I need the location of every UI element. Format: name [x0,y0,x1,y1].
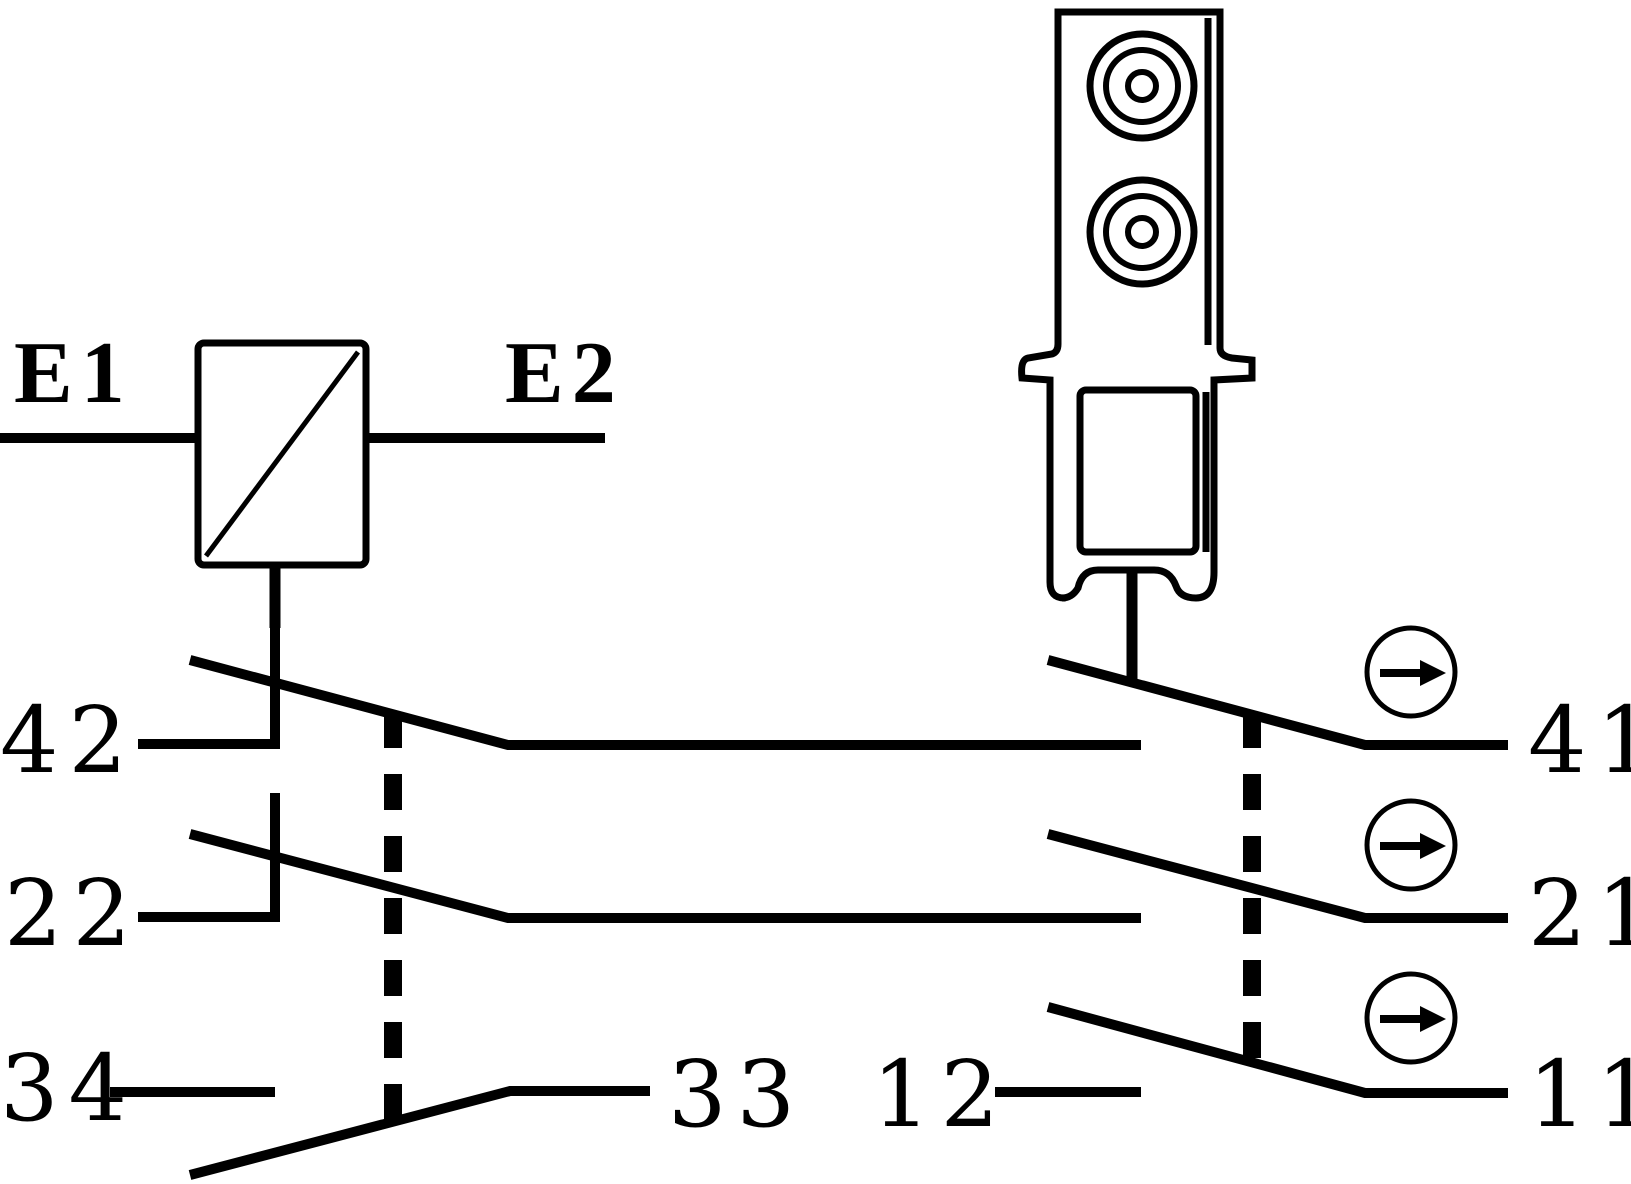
coil-symbol [0,339,605,628]
contact-42-blade [188,655,1141,750]
terminal-label-e1: E1 [14,325,133,422]
terminal-label-22: 22 [4,860,141,967]
door-key-actuator-icon [1018,8,1256,686]
arrow-right-icon [1364,798,1458,892]
contact-42-terminal-wire [138,620,280,749]
terminal-label-41: 41 [1528,687,1631,794]
arrow-right-icon [1364,625,1458,719]
terminal-label-33: 33 [668,1041,805,1148]
contact-22-blade [188,829,1141,923]
contact-41-blade [1046,655,1508,750]
coil-box [194,339,370,569]
actuator-hole-top [1086,30,1198,142]
coil-diagonal [203,350,361,558]
right-contact-block [995,655,1508,1098]
contact-21-blade [1046,829,1508,923]
left-contact-block [110,620,1141,1180]
actuator-body [1018,8,1256,602]
terminal-label-21: 21 [1528,860,1631,967]
actuator-window [1076,386,1200,556]
terminal-label-42: 42 [0,687,137,794]
terminal-label-e2: E2 [505,325,624,422]
actuator-hole-bottom [1086,176,1198,288]
arrow-right-icon [1364,971,1458,1065]
terminal-label-11: 11 [1528,1041,1631,1148]
terminal-label-12: 12 [872,1041,1009,1148]
terminal-label-34: 34 [0,1035,137,1142]
contact-34-33-blade [188,1086,650,1180]
contact-22-terminal-wire [138,793,280,922]
contact-11-blade [1046,1002,1508,1098]
